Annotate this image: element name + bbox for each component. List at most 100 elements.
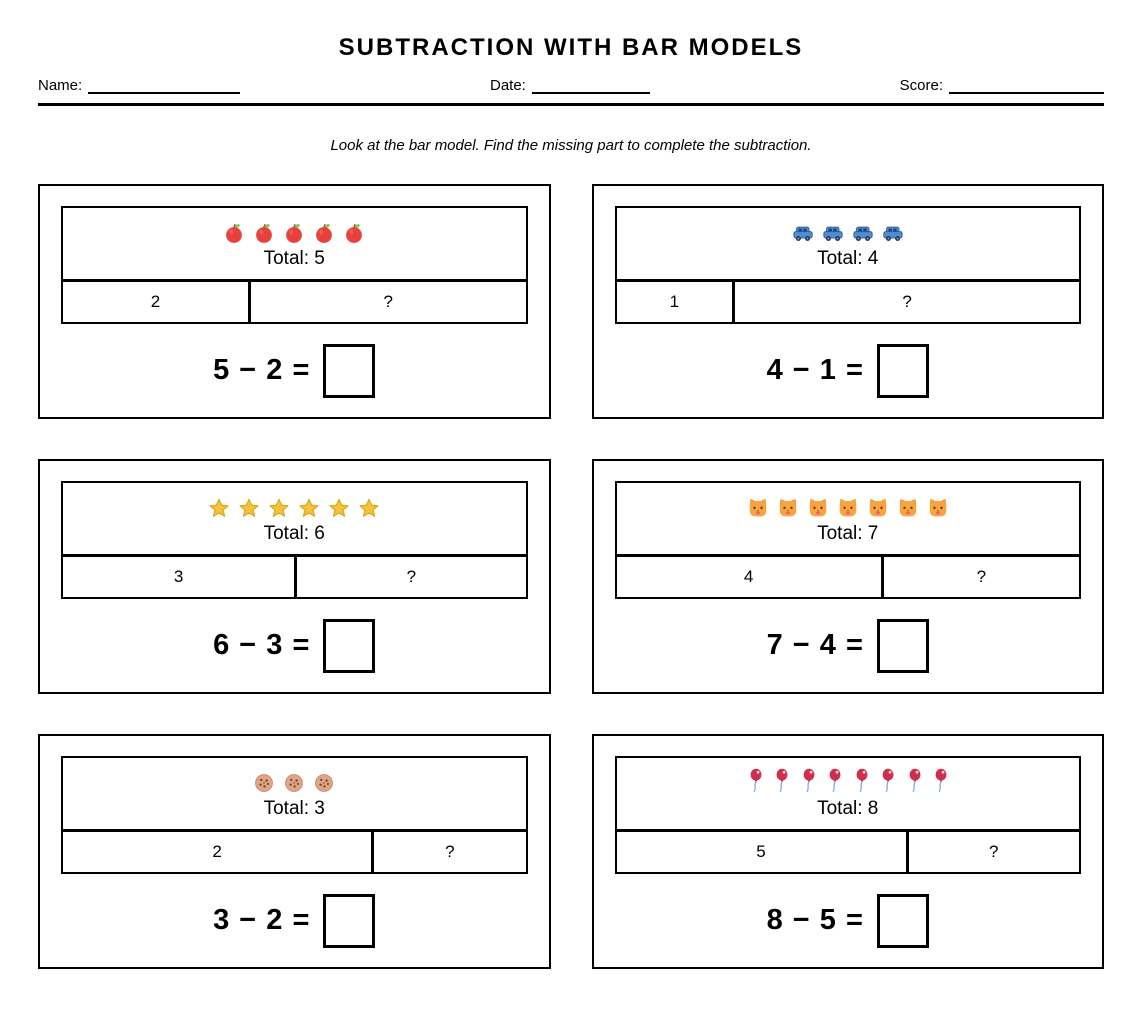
star-icon <box>328 497 350 519</box>
bar-part-missing: ? <box>248 282 526 322</box>
car-icon <box>882 222 904 244</box>
bar-model: Total: 6 3 ? <box>61 481 528 599</box>
icon-row <box>208 493 380 519</box>
star-icon <box>208 497 230 519</box>
balloon-icon <box>772 768 791 794</box>
star-icon <box>358 497 380 519</box>
bar-parts-row: 1 ? <box>617 282 1080 322</box>
date-field: Date: <box>490 77 650 94</box>
answer-box[interactable] <box>876 618 929 673</box>
cat-icon <box>897 497 919 519</box>
bar-total-row: Total: 3 <box>63 758 526 832</box>
icon-row <box>746 768 951 794</box>
date-field-line[interactable] <box>531 80 650 94</box>
bar-part-missing: ? <box>880 557 1079 597</box>
bar-parts-row: 4 ? <box>617 557 1080 597</box>
cat-icon <box>807 497 829 519</box>
total-label: Total: 4 <box>817 247 879 269</box>
balloon-icon <box>905 768 924 794</box>
name-field: Name: <box>38 77 241 94</box>
star-icon <box>268 497 290 519</box>
problems-grid: Total: 5 2 ? 5 − 2 = <box>38 184 1104 969</box>
total-label: Total: 3 <box>263 797 325 819</box>
total-label: Total: 5 <box>263 247 325 269</box>
score-label: Score: <box>899 77 943 94</box>
header-fields: Name: Date: Score: <box>38 77 1104 94</box>
bar-model: Total: 5 2 ? <box>61 206 528 324</box>
bar-part-missing: ? <box>905 832 1079 872</box>
balloon-icon <box>825 768 844 794</box>
date-label: Date: <box>489 77 526 94</box>
car-icon <box>792 222 814 244</box>
icon-row <box>253 768 335 794</box>
bar-parts-row: 3 ? <box>63 557 526 597</box>
problem-card: Total: 6 3 ? 6 − 3 = <box>38 459 551 694</box>
apple-icon <box>283 222 305 244</box>
bar-parts-row: 2 ? <box>63 282 526 322</box>
bar-parts-row: 2 ? <box>63 832 526 872</box>
problem-card: Total: 5 2 ? 5 − 2 = <box>38 184 551 419</box>
balloon-icon <box>799 768 818 794</box>
car-icon <box>852 222 874 244</box>
header-divider <box>38 103 1104 106</box>
bar-part-missing: ? <box>732 282 1079 322</box>
problem-card: Total: 3 2 ? 3 − 2 = <box>38 734 551 969</box>
bar-part-known: 4 <box>743 567 754 586</box>
equation-row: 3 − 2 = <box>61 874 528 967</box>
equation-text: 3 − 2 = <box>213 904 311 936</box>
balloon-icon <box>746 768 765 794</box>
cookie-icon <box>253 772 275 794</box>
balloon-icon <box>852 768 871 794</box>
answer-box[interactable] <box>323 618 376 673</box>
cookie-icon <box>283 772 305 794</box>
cookie-icon <box>313 772 335 794</box>
bar-part-known: 2 <box>212 842 222 861</box>
star-icon <box>298 497 320 519</box>
score-field: Score: <box>900 77 1104 94</box>
bar-model: Total: 4 1 ? <box>614 206 1081 324</box>
bar-part-missing: ? <box>294 557 525 597</box>
equation-row: 6 − 3 = <box>61 599 528 692</box>
equation-row: 4 − 1 = <box>615 324 1082 417</box>
equation-text: 6 − 3 = <box>213 629 311 661</box>
bar-model: Total: 3 2 ? <box>61 756 528 874</box>
cat-icon <box>927 497 949 519</box>
instruction-text: Look at the bar model. Find the missing … <box>330 137 812 154</box>
page-title: SUBTRACTION WITH BAR MODELS <box>338 34 804 61</box>
equation-row: 8 − 5 = <box>615 874 1082 967</box>
answer-box[interactable] <box>323 893 376 948</box>
apple-icon <box>343 222 365 244</box>
equation-text: 7 − 4 = <box>766 629 864 661</box>
bar-total-row: Total: 7 <box>616 483 1079 557</box>
total-label: Total: 7 <box>817 522 879 544</box>
problem-card: Total: 8 5 ? 8 − 5 = <box>591 734 1104 969</box>
icon-row <box>223 218 365 244</box>
icon-row <box>792 218 904 244</box>
equation-text: 8 − 5 = <box>766 904 864 936</box>
bar-part-known: 1 <box>669 292 680 311</box>
score-field-line[interactable] <box>949 80 1104 94</box>
apple-icon <box>223 222 245 244</box>
problem-card: Total: 7 4 ? 7 − 4 = <box>591 459 1104 694</box>
problem-card: Total: 4 1 ? 4 − 1 = <box>591 184 1104 419</box>
star-icon <box>238 497 260 519</box>
balloon-icon <box>931 768 950 794</box>
bar-model: Total: 8 5 ? <box>614 756 1081 874</box>
equation-text: 4 − 1 = <box>766 354 864 386</box>
icon-row <box>747 493 949 519</box>
car-icon <box>822 222 844 244</box>
bar-part-known: 2 <box>150 292 161 311</box>
bar-part-missing: ? <box>371 832 525 872</box>
apple-icon <box>313 222 335 244</box>
equation-text: 5 − 2 = <box>213 354 311 386</box>
bar-model: Total: 7 4 ? <box>614 481 1081 599</box>
equation-row: 5 − 2 = <box>61 324 528 417</box>
answer-box[interactable] <box>876 893 929 948</box>
name-field-line[interactable] <box>88 80 241 94</box>
answer-box[interactable] <box>876 343 929 398</box>
name-label: Name: <box>38 77 83 94</box>
cat-icon <box>867 497 889 519</box>
total-label: Total: 6 <box>263 522 325 544</box>
answer-box[interactable] <box>323 343 376 398</box>
